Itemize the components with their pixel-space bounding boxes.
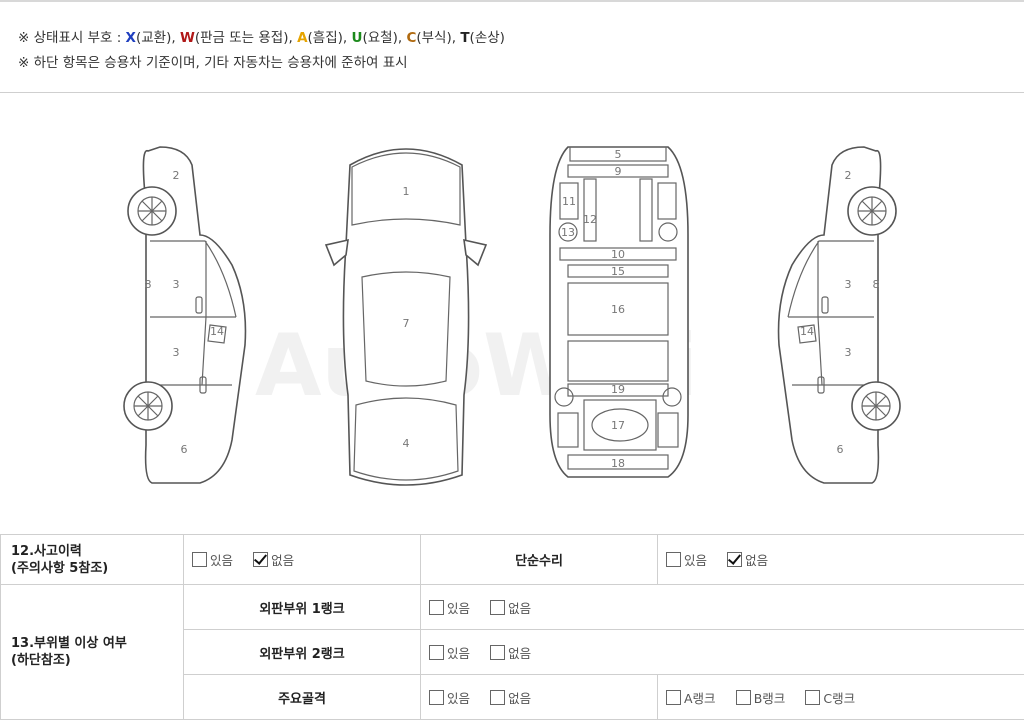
part-number: 3 [173, 278, 180, 291]
accident-no-checkbox[interactable] [253, 552, 268, 567]
part-number: 6 [837, 443, 844, 456]
legend-note: ※ 하단 항목은 승용차 기준이며, 기타 자동차는 승용차에 준하여 표시 [18, 51, 408, 71]
repair-no-checkbox[interactable] [727, 552, 742, 567]
legend-symbols-line: ※ 상태표시 부호 : X(교환), W(판금 또는 용접), A(흠집), U… [18, 26, 505, 46]
car-underside-view: 5 9 11 12 13 10 15 16 19 17 18 [550, 147, 688, 477]
rank1-label: 외판부위 1랭크 [184, 585, 421, 630]
legend-symbol-a: A(흠집), [297, 30, 351, 46]
part-number: 12 [583, 213, 597, 226]
accident-yes-checkbox[interactable] [192, 552, 207, 567]
rank2-label: 외판부위 2랭크 [184, 630, 421, 675]
part-number: 9 [615, 165, 622, 178]
rank2-yes-checkbox[interactable] [429, 645, 444, 660]
part-number: 4 [403, 437, 410, 450]
frame-rank-a-option[interactable]: A랭크 [666, 688, 716, 707]
part-number: 15 [611, 265, 625, 278]
legend-symbol-t: T(손상) [460, 30, 505, 46]
rank1-no-option[interactable]: 없음 [490, 598, 531, 617]
vehicle-diagram-svg: AutoWini 2 3 3 8 14 6 1 [0, 95, 1024, 535]
simple-repair-label: 단순수리 [421, 535, 658, 585]
rank2-options: 있음 없음 [421, 630, 1024, 675]
accident-history-table: 12.사고이력 (주의사항 5참조) 있음 없음 단순수리 있음 없음 13.부… [0, 534, 1024, 720]
rank2-no-option[interactable]: 없음 [490, 643, 531, 662]
frame-rank-b-option[interactable]: B랭크 [736, 688, 786, 707]
repair-no-option[interactable]: 없음 [727, 550, 768, 569]
repair-yes-option[interactable]: 있음 [666, 550, 707, 569]
part-number: 16 [611, 303, 625, 316]
legend-prefix: ※ 상태표시 부호 : [18, 30, 126, 46]
rank1-yes-option[interactable]: 있음 [429, 598, 470, 617]
frame-yes-checkbox[interactable] [429, 690, 444, 705]
part-number: 14 [210, 325, 224, 338]
accident-history-label: 12.사고이력 (주의사항 5참조) [1, 535, 184, 585]
part-number: 14 [800, 325, 814, 338]
part-number: 10 [611, 248, 625, 261]
frame-rank-options: A랭크 B랭크 C랭크 [658, 675, 1024, 720]
part-number: 19 [611, 383, 625, 396]
car-left-side: 2 3 3 8 14 6 [124, 147, 245, 483]
frame-rank-c-option[interactable]: C랭크 [805, 688, 855, 707]
car-right-side [779, 147, 900, 483]
part-number: 3 [845, 278, 852, 291]
rank2-yes-option[interactable]: 있음 [429, 643, 470, 662]
vehicle-diagram: AutoWini 2 3 3 8 14 6 1 [0, 95, 1024, 535]
part-number: 8 [145, 278, 152, 291]
part-number: 13 [561, 226, 575, 239]
part-number: 3 [173, 346, 180, 359]
part-number: 17 [611, 419, 625, 432]
part-number: 18 [611, 457, 625, 470]
rank1-no-checkbox[interactable] [490, 600, 505, 615]
simple-repair-options: 있음 없음 [658, 535, 1024, 585]
accident-row: 12.사고이력 (주의사항 5참조) 있음 없음 단순수리 있음 없음 [1, 535, 1024, 585]
accident-options: 있음 없음 [184, 535, 421, 585]
part-number: 5 [615, 148, 622, 161]
accident-yes-option[interactable]: 있음 [192, 550, 233, 569]
rank2-no-checkbox[interactable] [490, 645, 505, 660]
frame-no-checkbox[interactable] [490, 690, 505, 705]
legend-symbol-x: X(교환), [126, 30, 180, 46]
rank1-options: 있음 없음 [421, 585, 1024, 630]
rank1-yes-checkbox[interactable] [429, 600, 444, 615]
frame-options: 있음 없음 [421, 675, 658, 720]
part-number: 2 [173, 169, 180, 182]
legend-symbol-w: W(판금 또는 용접), [180, 30, 297, 46]
frame-yes-option[interactable]: 있음 [429, 688, 470, 707]
part-number: 8 [873, 278, 880, 291]
part-number: 3 [845, 346, 852, 359]
legend-symbol-c: C(부식), [406, 30, 460, 46]
part-number: 6 [181, 443, 188, 456]
frame-rank-b-checkbox[interactable] [736, 690, 751, 705]
frame-label: 주요골격 [184, 675, 421, 720]
rank1-row: 13.부위별 이상 여부 (하단참조) 외판부위 1랭크 있음 없음 [1, 585, 1024, 630]
accident-no-option[interactable]: 없음 [253, 550, 294, 569]
car-top-view: 1 7 4 [326, 149, 486, 485]
status-legend: ※ 상태표시 부호 : X(교환), W(판금 또는 용접), A(흠집), U… [0, 0, 1024, 93]
part-number: 1 [403, 185, 410, 198]
section13-label: 13.부위별 이상 여부 (하단참조) [1, 585, 184, 720]
frame-rank-c-checkbox[interactable] [805, 690, 820, 705]
part-number: 7 [403, 317, 410, 330]
frame-no-option[interactable]: 없음 [490, 688, 531, 707]
part-number: 2 [845, 169, 852, 182]
part-number: 11 [562, 195, 576, 208]
legend-symbol-u: U(요철), [352, 30, 407, 46]
repair-yes-checkbox[interactable] [666, 552, 681, 567]
frame-rank-a-checkbox[interactable] [666, 690, 681, 705]
